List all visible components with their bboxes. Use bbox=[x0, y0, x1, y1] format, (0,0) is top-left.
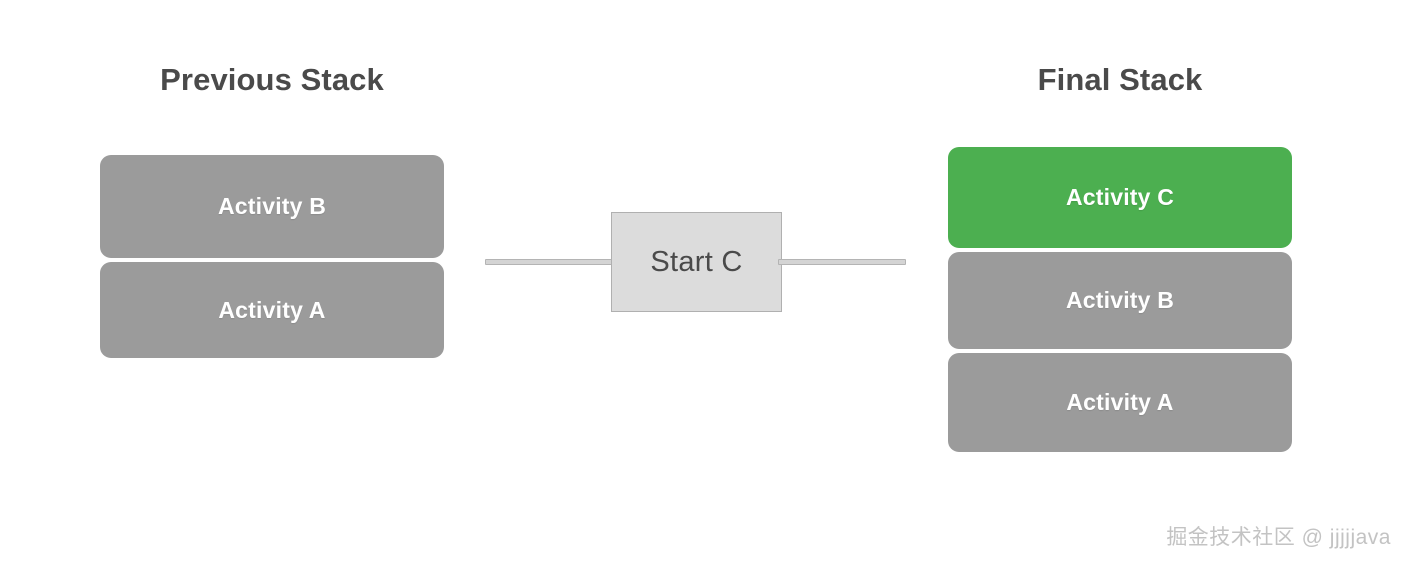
connector-line-right bbox=[778, 259, 906, 265]
activity-box-b-previous: Activity B bbox=[100, 155, 444, 258]
previous-stack-title: Previous Stack bbox=[160, 62, 384, 97]
activity-box-b-final: Activity B bbox=[948, 252, 1292, 349]
activity-box-a-previous: Activity A bbox=[100, 262, 444, 358]
watermark-text: 掘金技术社区 @ jjjjjava bbox=[1166, 526, 1391, 549]
start-c-transition-box: Start C bbox=[611, 212, 782, 312]
previous-stack: Activity B Activity A bbox=[100, 155, 444, 362]
connector-line-left bbox=[485, 259, 615, 265]
final-stack: Activity C Activity B Activity A bbox=[948, 147, 1292, 456]
activity-box-c-final: Activity C bbox=[948, 147, 1292, 248]
activity-box-a-final: Activity A bbox=[948, 353, 1292, 452]
final-stack-title: Final Stack bbox=[1037, 62, 1203, 97]
